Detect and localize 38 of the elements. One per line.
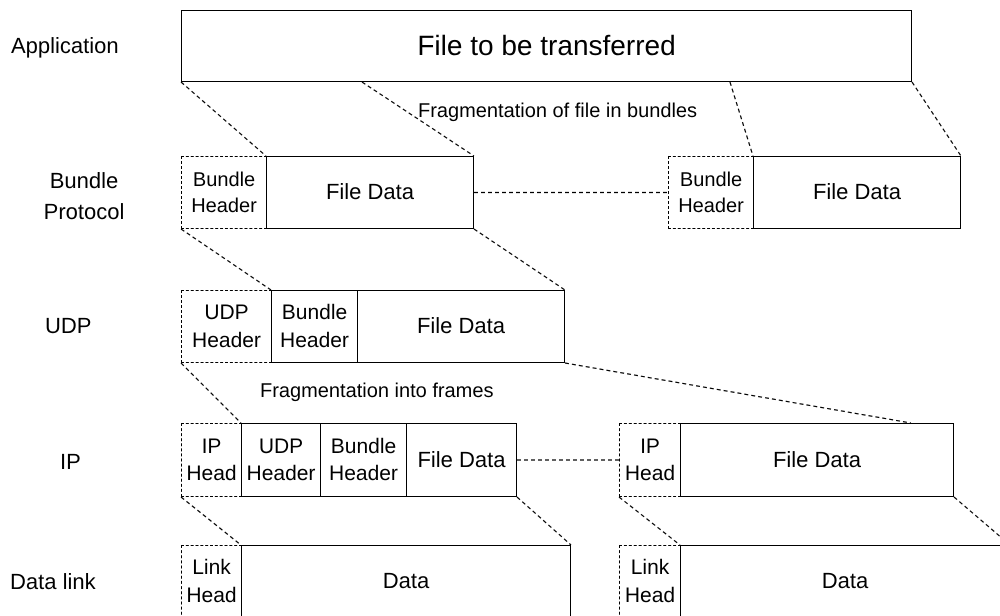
dashed-line [474, 228, 566, 290]
dashed-line [516, 496, 572, 546]
header-field-box: Bundle Header [668, 156, 754, 229]
dashed-line [180, 228, 272, 290]
dashed-line [180, 82, 266, 156]
data-field-box: File Data [680, 423, 954, 497]
header-field-box: IP Head [619, 423, 681, 497]
header-field-box: IP Head [181, 423, 242, 497]
header-field-box: Bundle Header [181, 156, 267, 229]
dashed-line [474, 192, 668, 194]
data-field-box: File Data [266, 156, 474, 229]
layer-label: Application [11, 33, 119, 59]
dashed-line [180, 362, 242, 424]
data-field-box: File to be transferred [181, 10, 912, 82]
layer-label: IP [60, 449, 81, 475]
header-field-box: Link Head [181, 545, 242, 616]
data-field-box: Data [680, 545, 1000, 616]
layer-label: UDP [45, 313, 92, 339]
data-field-box: File Data [753, 156, 961, 229]
dashed-line [362, 82, 474, 156]
layer-label: Data link [10, 569, 96, 595]
data-field-box: File Data [357, 290, 565, 363]
dashed-line [729, 82, 754, 156]
header-field-box: Link Head [619, 545, 681, 616]
dashed-line [912, 82, 962, 156]
dashed-line [180, 496, 242, 546]
data-field-box: File Data [406, 423, 517, 497]
dashed-line [517, 459, 619, 461]
data-field-box: Data [241, 545, 571, 616]
header-field-box: UDP Header [181, 290, 272, 363]
data-field-box: Bundle Header [271, 290, 358, 363]
data-field-box: Bundle Header [320, 423, 407, 497]
annotation-text: Fragmentation into frames [260, 380, 494, 403]
annotation-text: Fragmentation of file in bundles [418, 100, 698, 123]
dashed-line [564, 362, 912, 424]
dashed-line [618, 496, 680, 546]
data-field-box: UDP Header [241, 423, 321, 497]
layer-label: Bundle Protocol [42, 167, 126, 226]
